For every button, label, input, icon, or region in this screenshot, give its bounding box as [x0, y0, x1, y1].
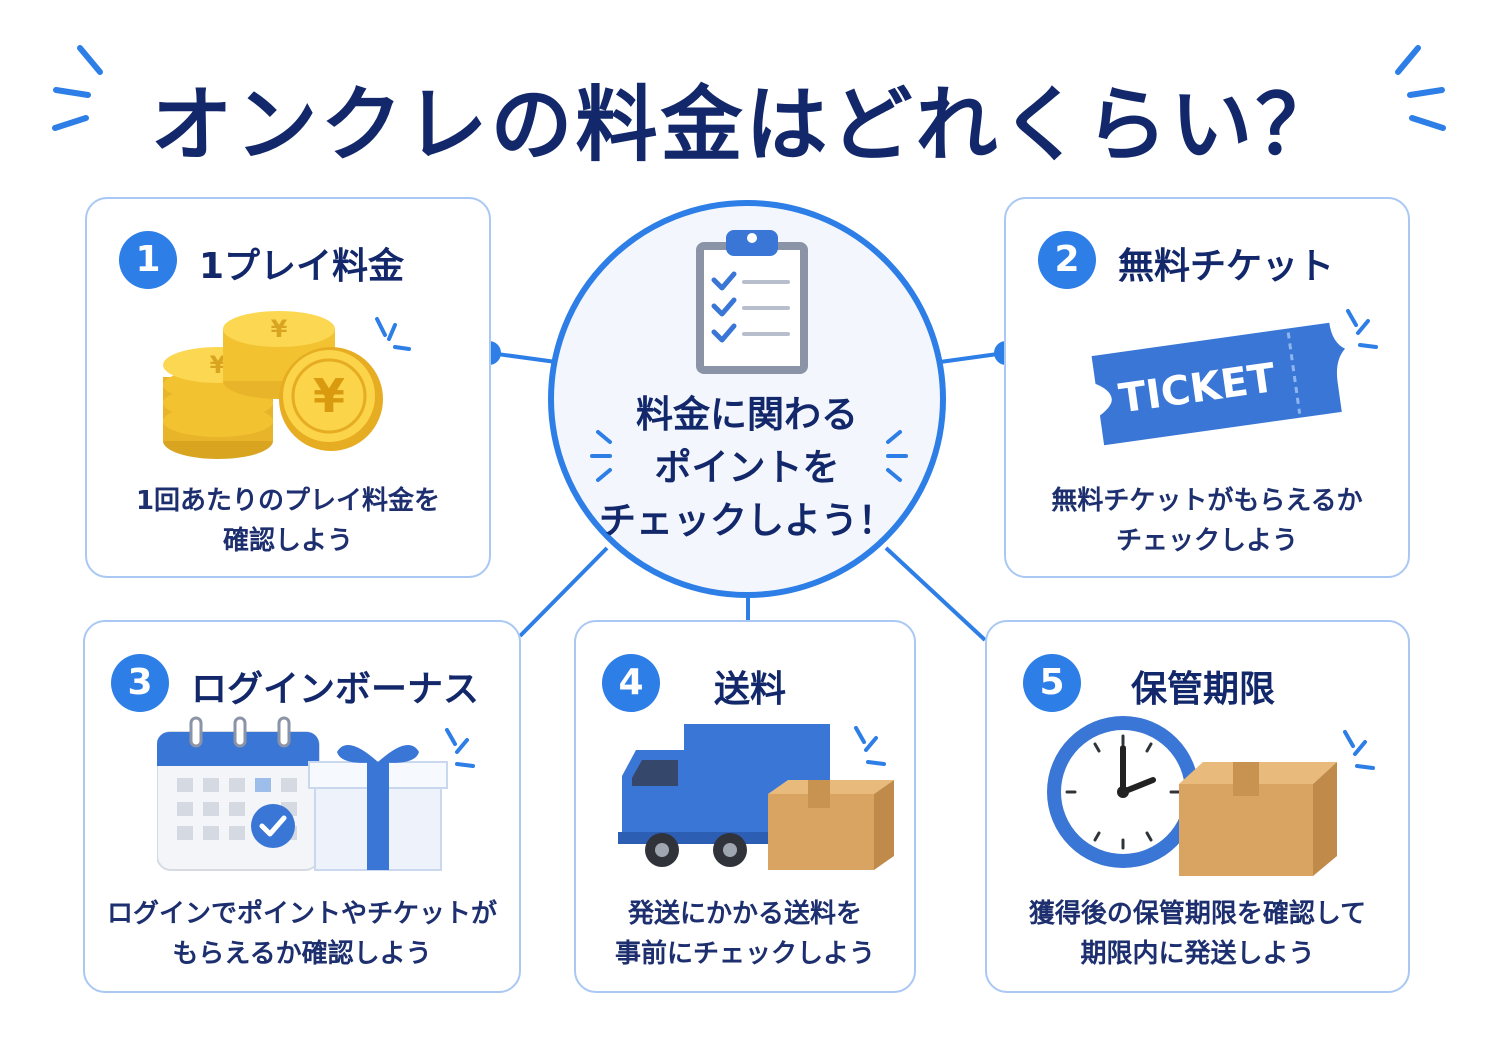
desc-line: 発送にかかる送料を	[627, 899, 862, 929]
desc-line: チェックしよう	[1115, 526, 1298, 556]
card-storage-period: 5 保管期限 獲得後の保管期限を確認して 期限内に発送しよう	[985, 620, 1410, 993]
card-shipping-fee: 4 送料 発送にかかる送料を 事前にチェックしよう	[574, 620, 916, 993]
desc-line: もらえるか確認しよう	[172, 939, 432, 969]
svg-text:¥: ¥	[271, 315, 288, 343]
svg-text:¥: ¥	[210, 351, 227, 379]
card-number-badge: 4	[602, 654, 660, 712]
center-circle: 料金に関わる ポイントを チェックしよう！	[548, 200, 946, 598]
center-line: 料金に関わる	[636, 393, 858, 436]
center-message: 料金に関わる ポイントを チェックしよう！	[554, 388, 940, 547]
desc-line: 獲得後の保管期限を確認して	[1028, 899, 1367, 929]
ticket-icon: TICKET	[1091, 309, 1378, 446]
clock-box-icon	[1047, 716, 1375, 876]
card-number-badge: 1	[119, 231, 177, 289]
card-description: 発送にかかる送料を 事前にチェックしよう	[576, 894, 914, 974]
card-title: 1プレイ料金	[199, 246, 405, 287]
card-title: ログインボーナス	[191, 669, 480, 710]
card-number-badge: 5	[1023, 654, 1081, 712]
title-sparkle-right	[1395, 45, 1446, 131]
sparkle-left-icon	[590, 430, 612, 482]
card-header: 1 1プレイ料金	[87, 231, 489, 291]
center-line: チェックしよう！	[599, 499, 895, 542]
card-title: 無料チケット	[1118, 246, 1335, 287]
page-title: オンクレの料金はどれくらい？	[150, 78, 1341, 173]
card-number-badge: 3	[111, 654, 169, 712]
card-login-bonus: 3 ログインボーナス ログインでポイントやチケットが もらえるか確	[83, 620, 521, 993]
card-number-badge: 2	[1038, 231, 1096, 289]
card-description: 1回あたりのプレイ料金を 確認しよう	[87, 481, 489, 561]
sparkle-right-icon	[886, 430, 908, 482]
card-play-fee: 1 1プレイ料金 ¥ ¥ ¥ 1回あたりのプレイ料金を 確認しよう	[85, 197, 491, 578]
card-header: 3 ログインボーナス	[85, 654, 519, 714]
calendar-gift-icon	[157, 716, 475, 871]
card-description: 無料チケットがもらえるか チェックしよう	[1006, 481, 1408, 561]
card-description: 獲得後の保管期限を確認して 期限内に発送しよう	[987, 894, 1408, 974]
card-title: 保管期限	[1131, 669, 1276, 710]
delivery-truck-icon	[618, 724, 894, 870]
svg-text:¥: ¥	[313, 369, 345, 423]
desc-line: 事前にチェックしよう	[614, 939, 875, 969]
desc-line: 期限内に発送しよう	[1080, 939, 1315, 969]
card-title: 送料	[714, 669, 787, 710]
desc-line: 無料チケットがもらえるか	[1051, 486, 1363, 516]
center-line: ポイントを	[654, 446, 840, 489]
card-header: 4 送料	[576, 654, 914, 714]
title-sparkle-left	[52, 45, 103, 131]
card-header: 5 保管期限	[987, 654, 1408, 714]
card-free-ticket: 2 無料チケット TICKET 無料チケットがもらえるか チェックしよう	[1004, 197, 1410, 578]
desc-line: 確認しよう	[222, 526, 353, 556]
card-description: ログインでポイントやチケットが もらえるか確認しよう	[85, 894, 519, 974]
desc-line: 1回あたりのプレイ料金を	[135, 486, 441, 516]
clipboard-checklist-icon	[696, 230, 808, 374]
yen-coins-icon: ¥ ¥ ¥	[163, 311, 411, 459]
desc-line: ログインでポイントやチケットが	[106, 899, 497, 929]
card-header: 2 無料チケット	[1006, 231, 1408, 291]
